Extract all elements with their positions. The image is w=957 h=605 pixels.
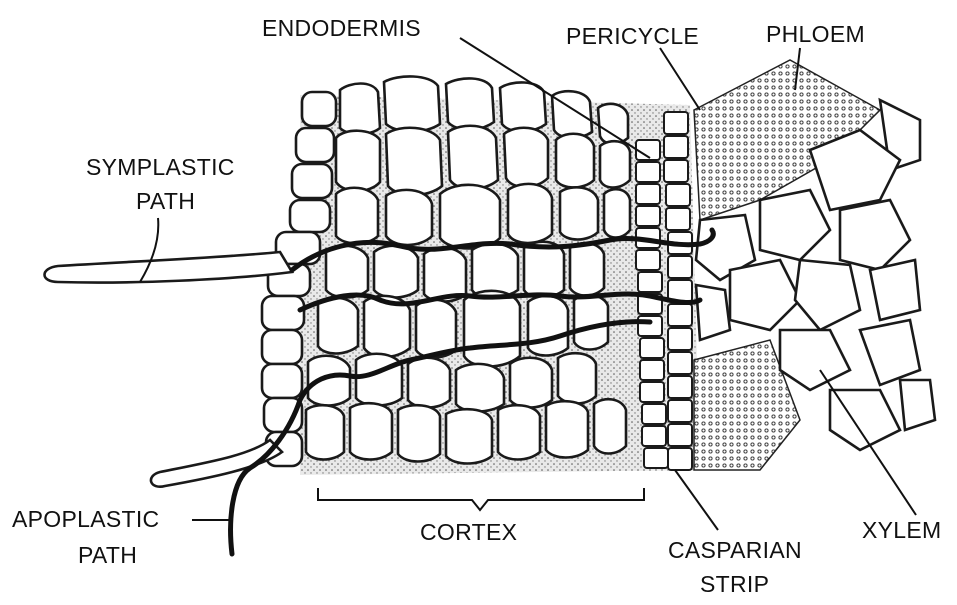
label-casparian-line2: STRIP	[700, 571, 769, 597]
casparian-leader-line	[675, 470, 718, 530]
cortex-brace	[318, 488, 644, 510]
label-cortex: CORTEX	[420, 519, 517, 545]
label-symplastic-line1: SYMPLASTIC	[86, 154, 235, 180]
label-casparian-line1: CASPARIAN	[668, 537, 802, 563]
label-apoplastic-line1: APOPLASTIC	[12, 506, 159, 532]
label-phloem: PHLOEM	[766, 21, 865, 47]
pericycle-cells	[664, 112, 692, 470]
pericycle-leader-line	[660, 48, 700, 110]
root-hairs	[45, 252, 293, 487]
label-xylem: XYLEM	[862, 517, 941, 543]
label-pericycle: PERICYCLE	[566, 23, 699, 49]
label-apoplastic-line2: PATH	[78, 542, 137, 568]
label-symplastic-line2: PATH	[136, 188, 195, 214]
label-endodermis: ENDODERMIS	[262, 15, 421, 41]
